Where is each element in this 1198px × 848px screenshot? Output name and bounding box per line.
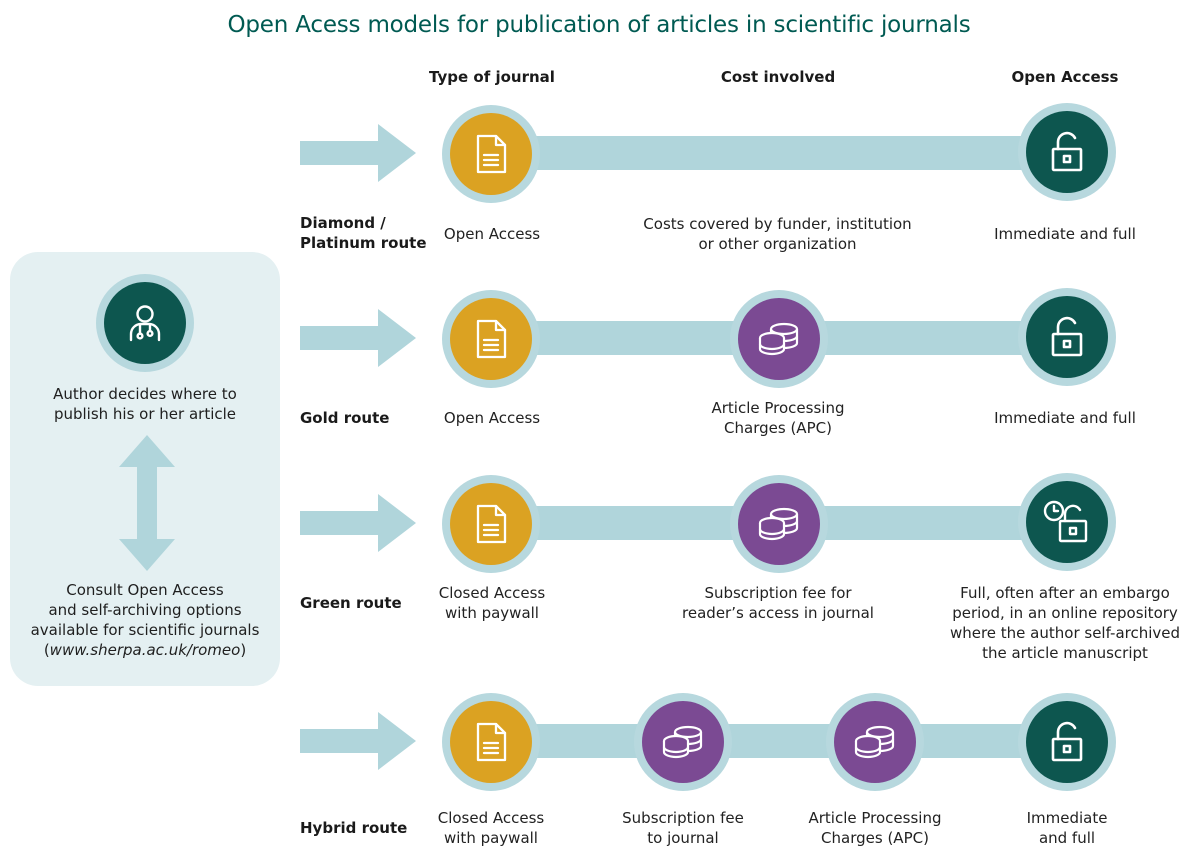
column-header-cost: Cost involved [720,68,836,86]
cost-label-subscription: Subscription fee to journal [622,809,744,847]
route-arrow [300,309,416,367]
coins-icon [642,701,724,783]
open-lock-icon [1026,296,1108,378]
coins-icon [834,701,916,783]
route-arrow [300,494,416,552]
open-lock-icon [1026,111,1108,193]
column-header-access: Open Access [1011,68,1119,86]
journal-type-label: Open Access [443,409,541,427]
journal-type-label: Closed Access with paywall [437,809,545,847]
route-arrow [300,712,416,770]
cost-label-apc: Article Processing Charges (APC) [808,809,942,847]
person-icon [104,282,186,364]
journal-type-label: Closed Access with paywall [438,584,546,622]
route-arrow [300,124,416,182]
coins-icon [738,298,820,380]
page-title: Open Acess models for publication of art… [227,12,971,38]
journal-type-label: Open Access [443,225,541,243]
route-name-diamond: Diamond / Platinum route [300,214,427,252]
sherpa-link[interactable]: www.sherpa.ac.uk/romeo [49,641,241,659]
route-name-green: Green route [300,594,402,612]
double-arrow-icon [119,435,175,571]
coins-icon [738,483,820,565]
author-decides-text: Author decides where to publish his or h… [53,385,237,423]
document-icon [450,701,532,783]
route-connector [490,724,1068,758]
access-label: Immediate and full [994,225,1136,243]
route-name-gold: Gold route [300,409,390,427]
cost-label: Article Processing Charges (APC) [711,399,845,437]
open-lock-icon [1026,701,1108,783]
route-connector [490,136,1068,170]
clock-open-lock-icon [1026,481,1108,563]
document-icon [450,483,532,565]
access-label: Immediate and full [1026,809,1108,847]
cost-label: Costs covered by funder, institution or … [643,215,912,253]
access-label: Full, often after an embargo period, in … [949,584,1181,662]
column-header-type: Type of journal [429,68,555,86]
access-label: Immediate and full [994,409,1136,427]
document-icon [450,113,532,195]
cost-label: Subscription fee for reader’s access in … [682,584,874,622]
consult-text: Consult Open Access and self-archiving o… [30,581,260,659]
document-icon [450,298,532,380]
route-name-hybrid: Hybrid route [300,819,408,837]
